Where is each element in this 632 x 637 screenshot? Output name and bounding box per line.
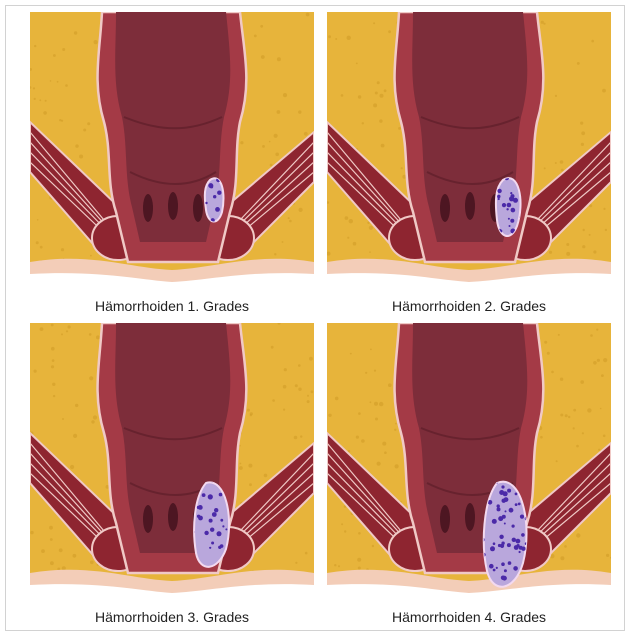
caption-grade-1: Hämorrhoiden 1. Grades xyxy=(30,298,314,314)
panel-grade-4: Hämorrhoiden 4. Grades xyxy=(327,323,611,605)
anatomy-illustration-grade-2 xyxy=(327,12,611,294)
caption-grade-3: Hämorrhoiden 3. Grades xyxy=(30,609,314,625)
caption-grade-4: Hämorrhoiden 4. Grades xyxy=(327,609,611,625)
anatomy-illustration-grade-4 xyxy=(327,323,611,605)
anatomy-illustration-grade-1 xyxy=(30,12,314,294)
panel-grade-3: Hämorrhoiden 3. Grades xyxy=(30,323,314,605)
panel-grade-2: Hämorrhoiden 2. Grades xyxy=(327,12,611,294)
caption-grade-2: Hämorrhoiden 2. Grades xyxy=(327,298,611,314)
anatomy-illustration-grade-3 xyxy=(30,323,314,605)
panel-grade-1: Hämorrhoiden 1. Grades xyxy=(30,12,314,294)
